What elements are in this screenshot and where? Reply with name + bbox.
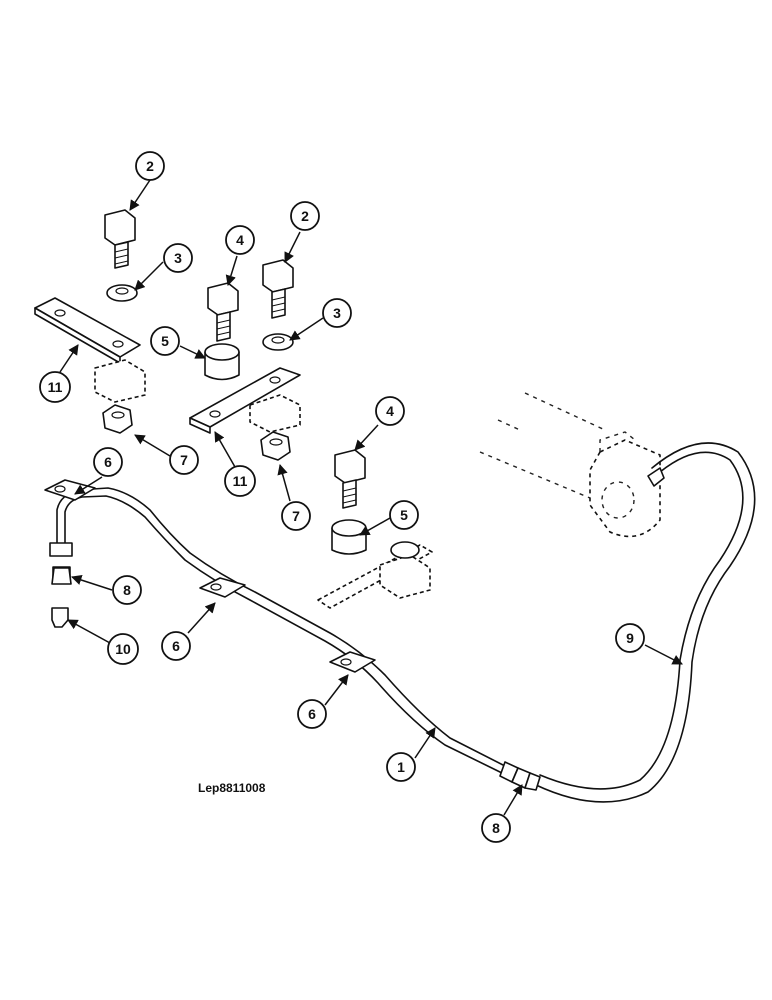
callout-11-left: 11: [39, 371, 71, 403]
callout-5-center: 5: [389, 500, 419, 530]
callout-label: 11: [48, 379, 63, 395]
callout-label: 8: [492, 820, 500, 836]
callout-2-top: 2: [135, 151, 165, 181]
callout-1: 1: [386, 752, 416, 782]
callout-label: 7: [292, 508, 300, 524]
callout-label: 11: [233, 473, 248, 489]
spacers: [204, 343, 367, 555]
bolts: [104, 209, 366, 509]
flexible-hose: [535, 442, 756, 803]
callout-label: 9: [626, 630, 634, 646]
callout-6-left: 6: [93, 447, 123, 477]
callout-label: 4: [236, 232, 244, 248]
nuts: [102, 404, 291, 461]
callout-5-top: 5: [150, 326, 180, 356]
callout-label: 6: [308, 706, 316, 722]
callout-label: 5: [400, 507, 408, 523]
pipe-end-fittings: [49, 542, 73, 628]
callout-label: 8: [123, 582, 131, 598]
callout-label: 2: [301, 208, 309, 224]
cylinder-outline: [479, 392, 661, 538]
callout-label: 5: [161, 333, 169, 349]
callout-label: 4: [386, 403, 394, 419]
pipe-clips: [44, 479, 376, 673]
mounting-plates: [34, 297, 433, 609]
rigid-pipe: [56, 487, 506, 774]
callout-label: 7: [180, 452, 188, 468]
callout-7-left: 7: [169, 445, 199, 475]
callout-4-top: 4: [225, 225, 255, 255]
callout-8-left: 8: [112, 575, 142, 605]
callout-label: 3: [333, 305, 341, 321]
callout-6-lower: 6: [297, 699, 327, 729]
callout-3-right: 3: [322, 298, 352, 328]
callout-label: 6: [104, 454, 112, 470]
callout-7-center: 7: [281, 501, 311, 531]
callout-9: 9: [615, 623, 645, 653]
hose-connector: [499, 761, 541, 791]
callout-2-right: 2: [290, 201, 320, 231]
leader-lines: [59, 179, 683, 816]
callout-8-lower: 8: [481, 813, 511, 843]
callout-label: 6: [172, 638, 180, 654]
callout-label: 10: [115, 641, 131, 657]
callout-6-center: 6: [161, 631, 191, 661]
figure-reference: Lep8811008: [198, 781, 266, 795]
callout-4-center: 4: [375, 396, 405, 426]
callout-3-top: 3: [163, 243, 193, 273]
callout-10: 10: [107, 633, 139, 665]
callout-label: 3: [174, 250, 182, 266]
callout-11-center: 11: [224, 465, 256, 497]
callout-label: 2: [146, 158, 154, 174]
washers: [106, 284, 294, 351]
callout-label: 1: [397, 759, 405, 775]
loose-fittings: [51, 567, 72, 585]
